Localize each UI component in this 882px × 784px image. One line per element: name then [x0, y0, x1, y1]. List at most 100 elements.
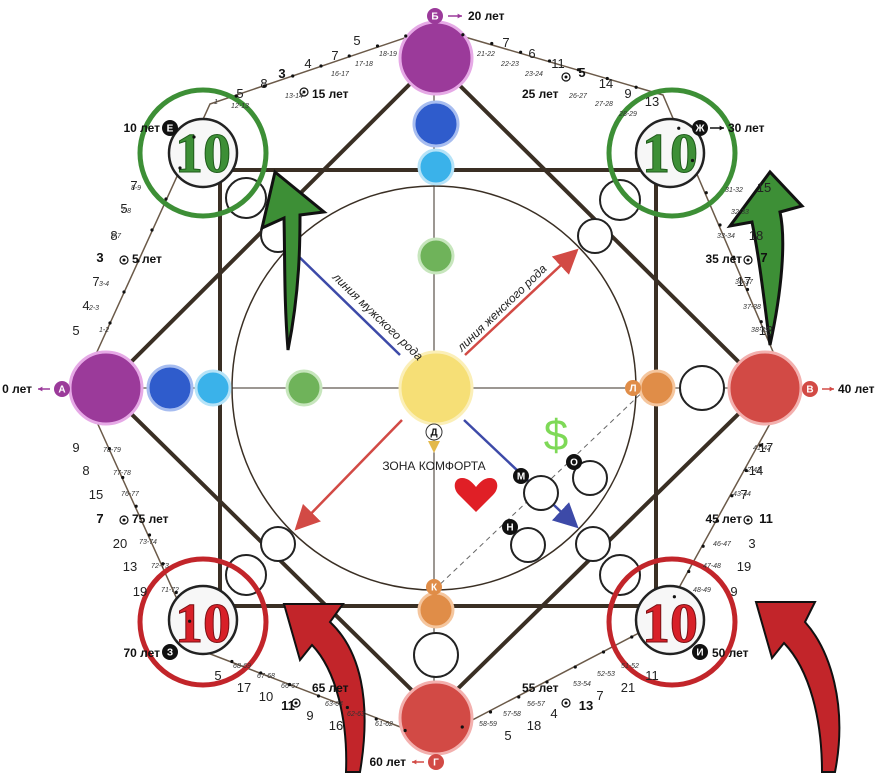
age-range: 46-47 [713, 541, 732, 548]
age-line-dot [601, 650, 606, 654]
age-number: 11 [759, 511, 773, 526]
age-label-a: 0 лет [2, 382, 32, 396]
age-marker-dot [122, 258, 126, 262]
age-line-dot [547, 59, 552, 63]
age-line-dot [164, 197, 168, 201]
age-range: 62-63 [347, 711, 365, 718]
age-range: 71-72 [161, 587, 179, 594]
age-line-dot [136, 259, 140, 263]
node-center [398, 350, 474, 426]
age-range: 26-27 [568, 93, 588, 100]
highlight-ring-top-left [137, 87, 269, 219]
letter-badge-b: Б [427, 8, 443, 24]
svg-text:О: О [570, 458, 578, 469]
age-number: 7 [760, 250, 767, 265]
age-label-y55: 55 лет [522, 681, 559, 695]
node-bottom-orange [417, 591, 455, 629]
age-number: 7 [331, 48, 338, 63]
age-line-dot [690, 158, 695, 163]
small-arrow-head [38, 386, 43, 392]
age-range: 36-37 [735, 279, 754, 286]
node-right-orange [638, 369, 676, 407]
letter-badge-l: Л [625, 380, 641, 396]
letter-badge-e: Е [162, 120, 178, 136]
age-number: 9 [730, 584, 737, 599]
green-arrow-left [259, 169, 328, 351]
age-number: 11 [551, 56, 565, 71]
age-range: 63-64 [325, 701, 343, 708]
svg-text:И: И [696, 648, 703, 659]
small-arrow-head [719, 125, 724, 131]
age-line-dot [291, 74, 295, 78]
age-label-y15: 15 лет [312, 87, 349, 101]
age-number: 13 [645, 94, 659, 109]
age-range: 8-9 [131, 185, 141, 192]
age-range: 58-59 [479, 721, 497, 728]
age-line-dot [759, 443, 763, 447]
node-top-blue [412, 100, 460, 148]
age-label-y25: 25 лет [522, 87, 559, 101]
age-range: 78-79 [103, 447, 121, 454]
age-range: 68-69 [233, 663, 251, 670]
age-line-dot [461, 33, 465, 37]
age-line-dot [347, 54, 351, 58]
age-number: 15 [89, 487, 103, 502]
age-line-dot [701, 544, 705, 548]
age-range: 13-14 [285, 93, 303, 100]
age-number: 9 [72, 440, 79, 455]
age-range: 18-19 [379, 51, 397, 58]
age-number: 3 [748, 536, 755, 551]
age-line-dot [634, 85, 638, 89]
age-label-y5: 5 лет [132, 252, 162, 266]
highlight-ring-bottom-left [137, 556, 269, 688]
age-range: 31-32 [725, 187, 743, 194]
letter-badge-i: И [692, 644, 708, 660]
age-line-dot [677, 126, 681, 130]
age-line-dot [134, 504, 138, 508]
money-icon: $ [544, 411, 568, 460]
age-range: 53-54 [573, 681, 591, 688]
age-range: 6-7 [111, 233, 122, 240]
age-number: 13 [759, 323, 773, 338]
age-number: 19 [133, 584, 147, 599]
age-line-dot [759, 320, 763, 324]
age-range: 52-53 [597, 671, 615, 678]
age-line-dot [404, 34, 408, 38]
age-line-dot [161, 562, 165, 566]
age-marker-dot [564, 701, 568, 705]
age-number: 7 [502, 35, 509, 50]
letter-badge-a: А [54, 381, 70, 397]
age-marker-dot [746, 258, 750, 262]
red-arrow-right [754, 601, 841, 773]
age-line-dot [687, 569, 691, 574]
green-arrow-right [726, 169, 805, 346]
age-number: 8 [110, 228, 117, 243]
age-range: 67-68 [257, 673, 275, 680]
node-left-lightblue [194, 369, 232, 407]
svg-text:З: З [167, 648, 173, 659]
age-line-dot [345, 705, 349, 710]
heart-icon [454, 478, 498, 512]
age-range: 2-3 [88, 305, 99, 312]
age-number: 5 [353, 33, 360, 48]
age-marker-dot [746, 518, 750, 522]
node-a [68, 350, 144, 426]
letter-badge-v: В [802, 381, 818, 397]
age-range: 33-34 [717, 233, 735, 240]
age-range: 23-24 [524, 71, 543, 78]
age-number: 9 [306, 708, 313, 723]
node-b [398, 20, 474, 96]
age-number: 17 [737, 274, 751, 289]
age-label-y65: 65 лет [312, 681, 349, 695]
age-line-numbers: 7458357611514913758374515187171398157201… [72, 33, 773, 743]
age-range: 38-39 [751, 327, 769, 334]
age-range: 37-38 [743, 304, 761, 311]
age-line-dot [490, 41, 494, 46]
age-number: 6 [528, 46, 535, 61]
age-line-dot [147, 533, 152, 537]
age-number: 5 [120, 201, 127, 216]
highlight-ring-top-right [606, 87, 738, 219]
age-line-dot [732, 255, 736, 259]
age-line-dot [192, 135, 196, 139]
node-left-blue [146, 364, 194, 412]
